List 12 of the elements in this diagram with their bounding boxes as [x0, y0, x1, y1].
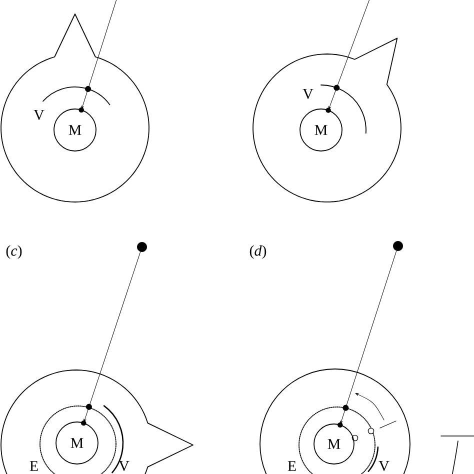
- arrow: [328, 0, 370, 110]
- arrow: [340, 250, 397, 424]
- text-label: E: [30, 461, 38, 471]
- text-label: V: [378, 460, 390, 472]
- arrow: [81, 0, 118, 110]
- dot: [393, 241, 403, 251]
- text-label: V: [118, 460, 130, 472]
- text-label: (c): [6, 245, 22, 259]
- text-label: (d): [250, 245, 266, 259]
- text-label: E: [288, 461, 296, 471]
- arrow: [84, 252, 141, 422]
- dot: [137, 242, 147, 252]
